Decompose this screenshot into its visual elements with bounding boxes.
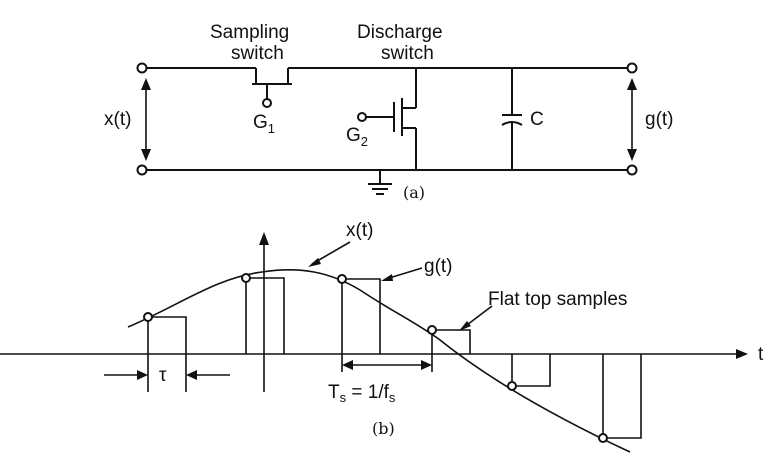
circuit-a: x(t) g(t) Sampling switch G1 xyxy=(104,22,674,202)
sample-pulse xyxy=(602,354,642,439)
input-voltage-arrow xyxy=(141,78,151,161)
gate2-label: G2 xyxy=(346,125,368,149)
gate1-label: G1 xyxy=(253,112,275,136)
flat-top-samples xyxy=(147,277,642,439)
sample-point xyxy=(427,325,437,335)
amplitude-axis-arrowhead xyxy=(259,232,269,245)
signal-curve xyxy=(127,268,631,453)
sample-point xyxy=(507,381,517,391)
tau-marker xyxy=(104,354,230,392)
sample-pulse xyxy=(245,277,285,354)
sampled-signal-label: g(t) xyxy=(424,256,453,277)
sample-pulse xyxy=(341,278,381,354)
discharge-switch-label-line1: Discharge xyxy=(357,22,443,43)
input-terminal-bottom xyxy=(136,164,148,176)
caption-b: (b) xyxy=(372,419,395,438)
output-terminal-bottom xyxy=(626,164,638,176)
flat-top-label: Flat top samples xyxy=(488,289,627,310)
sample-point xyxy=(337,274,347,284)
signal-label: x(t) xyxy=(346,220,373,241)
time-axis-label: t xyxy=(758,344,764,365)
discharge-switch xyxy=(357,68,417,170)
caption-a: (a) xyxy=(403,183,425,202)
period-label: Ts = 1/fs xyxy=(328,382,396,405)
waveform-b: t x(t) g(t) xyxy=(0,220,764,453)
sampled-leader-arrowhead xyxy=(381,274,393,281)
sampling-switch-label-line1: Sampling xyxy=(210,22,289,43)
sample-points xyxy=(143,273,608,443)
sample-pulse xyxy=(431,329,471,354)
sample-point xyxy=(598,433,608,443)
output-terminal-top xyxy=(626,62,638,74)
period-marker xyxy=(341,354,433,372)
sample-point xyxy=(143,312,153,322)
output-voltage-arrow xyxy=(627,78,637,161)
sample-pulse xyxy=(511,354,551,387)
ground-symbol xyxy=(368,170,392,195)
capacitor-label: C xyxy=(530,109,544,130)
flat-top-leader-arrowhead xyxy=(459,321,471,331)
output-label: g(t) xyxy=(645,109,674,130)
tau-label: τ xyxy=(159,365,167,386)
sample-point xyxy=(241,273,251,283)
sample-pulse xyxy=(147,316,187,354)
input-terminal-top xyxy=(136,62,148,74)
input-label: x(t) xyxy=(104,109,131,130)
capacitor xyxy=(501,68,523,170)
signal-leader-arrowhead xyxy=(308,258,321,267)
gate2-terminal xyxy=(357,112,367,122)
sampling-switch xyxy=(252,62,292,108)
sampling-switch-label-line2: switch xyxy=(231,43,284,64)
time-axis-arrowhead xyxy=(736,349,748,359)
discharge-switch-label-line2: switch xyxy=(381,43,434,64)
gate1-terminal xyxy=(262,98,272,108)
